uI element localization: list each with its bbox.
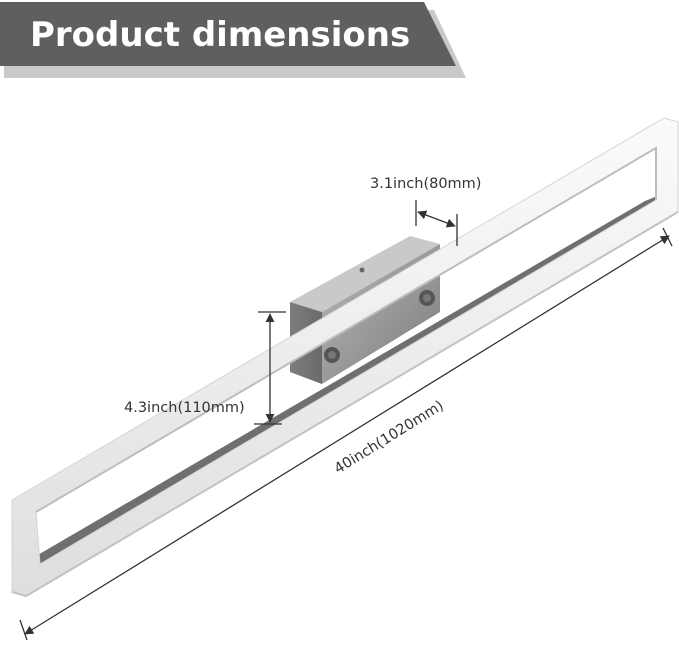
length-tick-left [19,619,28,641]
length-label: 40inch(1020mm) [332,398,447,477]
height-label: 4.3inch(110mm) [124,400,245,416]
dimension-depth: 3.1inch(80mm) [370,176,481,246]
light-fixture [11,117,679,598]
mount-screw-icon [328,351,336,359]
title-banner: Product dimensions [0,2,466,78]
mount-hole-icon [359,267,365,273]
depth-label: 3.1inch(80mm) [370,176,481,192]
banner-title: Product dimensions [30,15,410,55]
banner-front [0,2,456,66]
mount-screw-icon [423,294,431,302]
length-arrow-line [24,235,670,635]
depth-arrow-line [417,210,456,228]
